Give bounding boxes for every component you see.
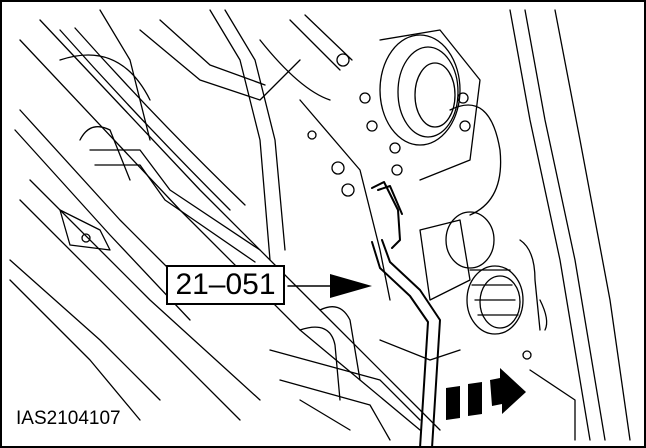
lower-hoses xyxy=(269,306,461,441)
service-tool xyxy=(371,181,441,448)
pulley-assembly xyxy=(379,29,524,335)
upper-pipe xyxy=(259,14,391,301)
figure-id: IAS2104107 xyxy=(14,408,123,430)
tool-number-label: 21–051 xyxy=(166,265,285,305)
left-hose-bundle xyxy=(9,9,441,431)
right-frame xyxy=(509,9,631,441)
callout-arrowhead xyxy=(330,274,372,298)
mounting-bolts xyxy=(307,53,403,197)
direction-arrow-icon xyxy=(446,368,526,420)
